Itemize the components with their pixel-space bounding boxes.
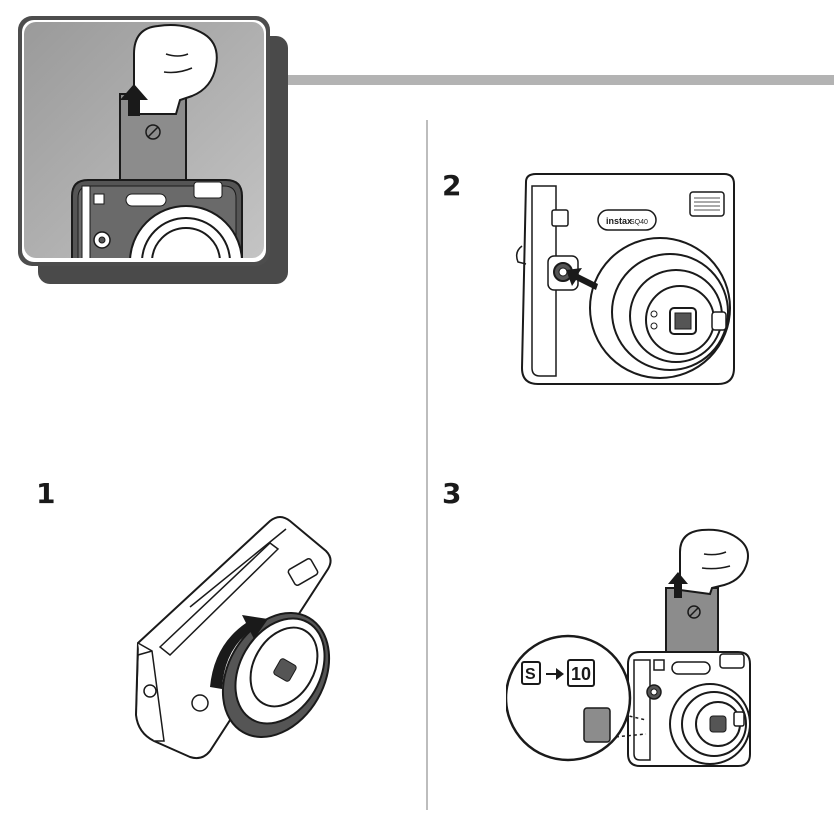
zoom-circle-icon xyxy=(506,634,632,762)
shutter-press-arrow-icon xyxy=(566,268,598,290)
step-number-2: 2 xyxy=(442,169,462,202)
header-panel-illustration xyxy=(18,16,288,284)
step-number-1: 1 xyxy=(36,477,56,510)
arrow-up-icon xyxy=(668,572,688,598)
step-3-illustration: S 10 xyxy=(506,528,751,767)
camera-brand: instax xyxy=(606,216,632,226)
camera-model: SQ40 xyxy=(630,219,648,226)
step-number-3: 3 xyxy=(442,477,462,510)
counter-to: 10 xyxy=(571,664,591,684)
film-sheet xyxy=(665,587,719,655)
step-1-illustration xyxy=(134,516,332,760)
hand-icon xyxy=(133,24,218,115)
arrow-up-icon xyxy=(120,84,148,116)
header-bar xyxy=(276,75,834,85)
column-divider xyxy=(426,120,428,810)
hand-icon xyxy=(679,528,749,596)
counter-from: S xyxy=(525,666,536,683)
lens-rotate-arrow-icon xyxy=(210,615,268,689)
step-2-illustration: instax SQ40 xyxy=(515,173,735,385)
